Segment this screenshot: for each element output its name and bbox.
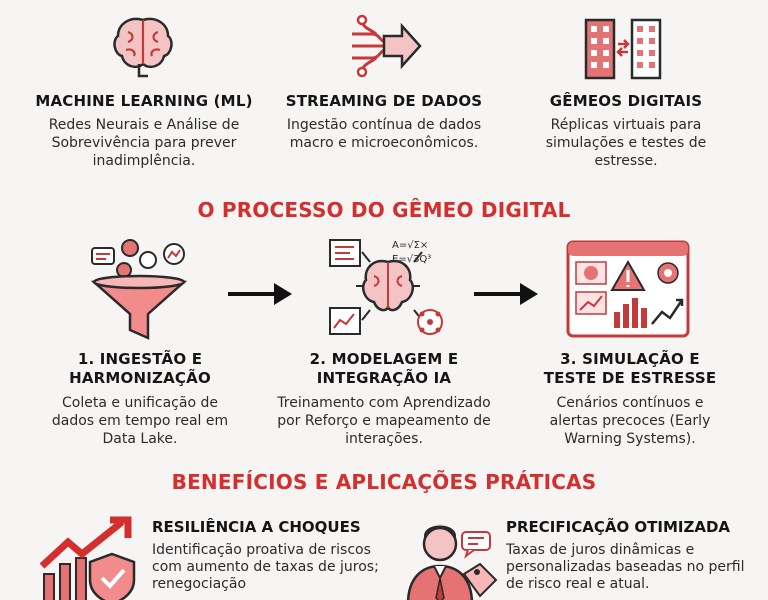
top-item-text: Ingestão contínua de dados macro e micro… bbox=[286, 117, 482, 151]
formula-1: A=√Σ× bbox=[392, 240, 428, 251]
growth-shield-icon bbox=[40, 514, 144, 600]
top-item-title: MACHINE LEARNING (ML) bbox=[35, 92, 253, 110]
top-item-text: Réplicas virtuais para simulações e test… bbox=[545, 117, 707, 169]
process-title: O PROCESSO DO GÊMEO DIGITAL bbox=[197, 198, 571, 222]
benefit-title: PRECIFICAÇÃO OTIMIZADA bbox=[506, 518, 731, 536]
process-step-2: 2. MODELAGEM E INTEGRAÇÃO IA Treinamento… bbox=[268, 350, 500, 448]
top-item-text: Redes Neurais e Análise de Sobrevivência… bbox=[48, 117, 240, 169]
benefit-text: Identificação proativa de riscos com aum… bbox=[152, 542, 379, 592]
process-step-text: Treinamento com Aprendizado por Reforço … bbox=[277, 395, 491, 447]
process-arrow-2 bbox=[474, 283, 538, 305]
person-price-tag-icon bbox=[406, 514, 500, 600]
top-item-title: STREAMING DE DADOS bbox=[285, 92, 483, 110]
process-step-title: 2. MODELAGEM E INTEGRAÇÃO IA bbox=[309, 350, 459, 387]
process-step-text: Cenários contínuos e alertas precoces (E… bbox=[549, 395, 711, 447]
dashboard-alert-icon bbox=[566, 240, 690, 340]
benefit-pricing: PRECIFICAÇÃO OTIMIZADA Taxas de juros di… bbox=[506, 518, 746, 593]
top-item-ml: MACHINE LEARNING (ML) Redes Neurais e An… bbox=[20, 92, 268, 170]
data-funnel-icon bbox=[84, 238, 194, 342]
data-stream-icon bbox=[346, 12, 422, 82]
top-item-twins: GÊMEOS DIGITAIS Réplicas virtuais para s… bbox=[520, 92, 732, 170]
benefit-resilience: RESILIÊNCIA A CHOQUES Identificação proa… bbox=[152, 518, 388, 593]
process-step-text: Coleta e unificação de dados em tempo re… bbox=[51, 395, 229, 447]
twin-buildings-icon bbox=[576, 10, 672, 82]
process-step-title: 1. INGESTÃO E HARMONIZAÇÃO bbox=[69, 350, 211, 387]
top-item-title: GÊMEOS DIGITAIS bbox=[549, 92, 703, 110]
brain-icon bbox=[108, 10, 178, 80]
formula-2: E=√3Q³ bbox=[392, 254, 431, 265]
benefit-text: Taxas de juros dinâmicas e personalizada… bbox=[506, 542, 745, 592]
benefits-title: BENEFÍCIOS E APLICAÇÕES PRÁTICAS bbox=[171, 470, 597, 494]
top-item-streaming: STREAMING DE DADOS Ingestão contínua de … bbox=[268, 92, 500, 152]
process-step-title: 3. SIMULAÇÃO E TESTE DE ESTRESSE bbox=[543, 350, 717, 387]
benefit-title: RESILIÊNCIA A CHOQUES bbox=[152, 518, 361, 536]
process-step-3: 3. SIMULAÇÃO E TESTE DE ESTRESSE Cenário… bbox=[520, 350, 740, 448]
process-arrow-1 bbox=[228, 283, 292, 305]
ai-brain-network-icon: A=√Σ× E=√3Q³ bbox=[326, 232, 450, 344]
process-step-1: 1. INGESTÃO E HARMONIZAÇÃO Coleta e unif… bbox=[20, 350, 260, 448]
